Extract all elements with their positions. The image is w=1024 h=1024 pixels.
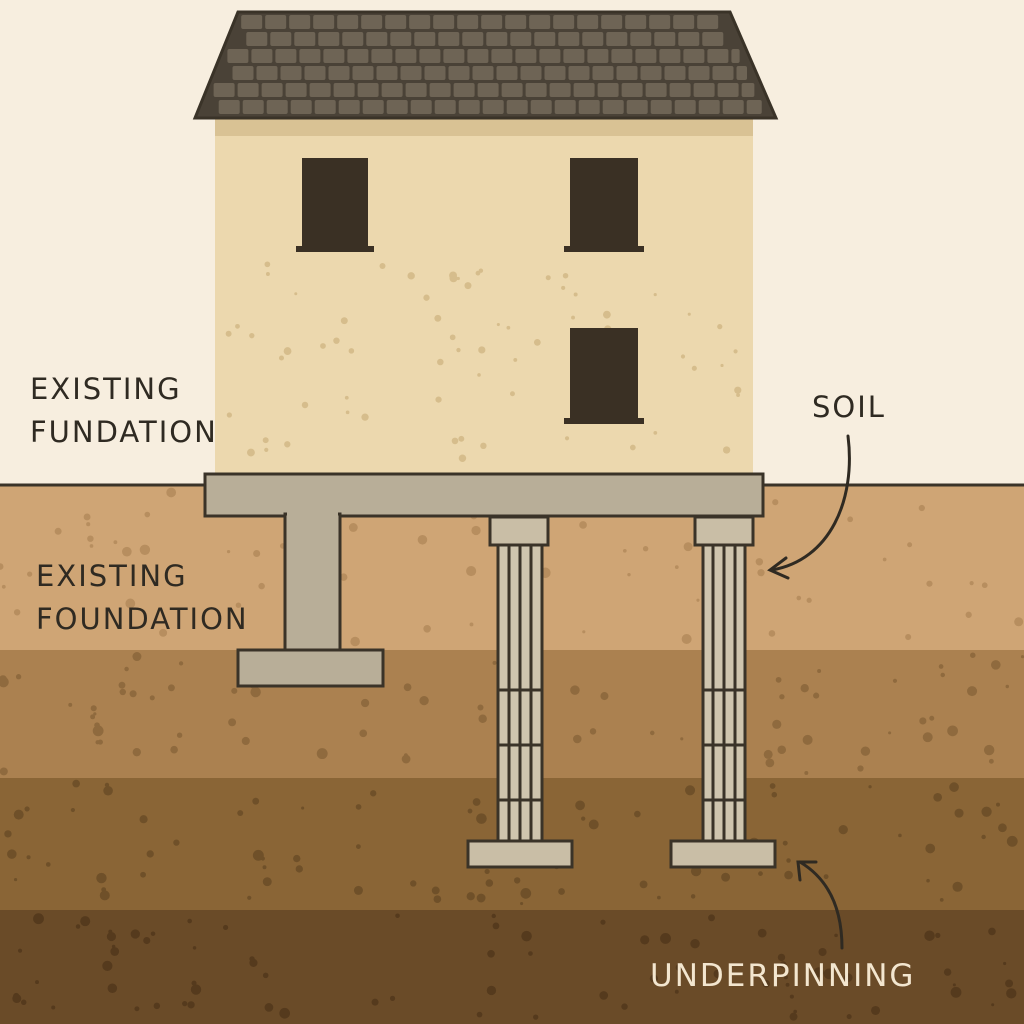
label-existing-foundation: EXISTING FOUNDATION [36, 555, 249, 641]
label-existing-foundation-line2: FOUNDATION [36, 602, 249, 636]
foundation-stem [283, 512, 342, 654]
foundation-footing [236, 648, 385, 688]
window-upper-left [296, 158, 374, 252]
label-existing-fundation-line1: EXISTING [30, 372, 182, 406]
label-existing-foundation-line1: EXISTING [36, 559, 188, 593]
underpinning-pier-right [669, 515, 777, 869]
label-existing-fundation-line2: FUNDATION [30, 415, 218, 449]
window-upper-right [564, 158, 644, 252]
label-underpinning: UNDERPINNING [650, 958, 916, 994]
existing-foundation [203, 472, 765, 688]
house-eave-band [215, 118, 753, 136]
house-wall [215, 118, 753, 476]
underpinning-arrow [796, 860, 844, 950]
house-roof [192, 10, 779, 120]
window-lower-right [564, 328, 644, 424]
label-existing-fundation: EXISTING FUNDATION [30, 368, 218, 454]
label-soil: SOIL [812, 390, 886, 424]
wall-texture [225, 261, 742, 462]
soil-layer-bottom [0, 910, 1024, 1024]
foundation-slab [203, 472, 765, 518]
soil-arrow [767, 434, 851, 580]
underpinning-pier-left [466, 515, 574, 869]
